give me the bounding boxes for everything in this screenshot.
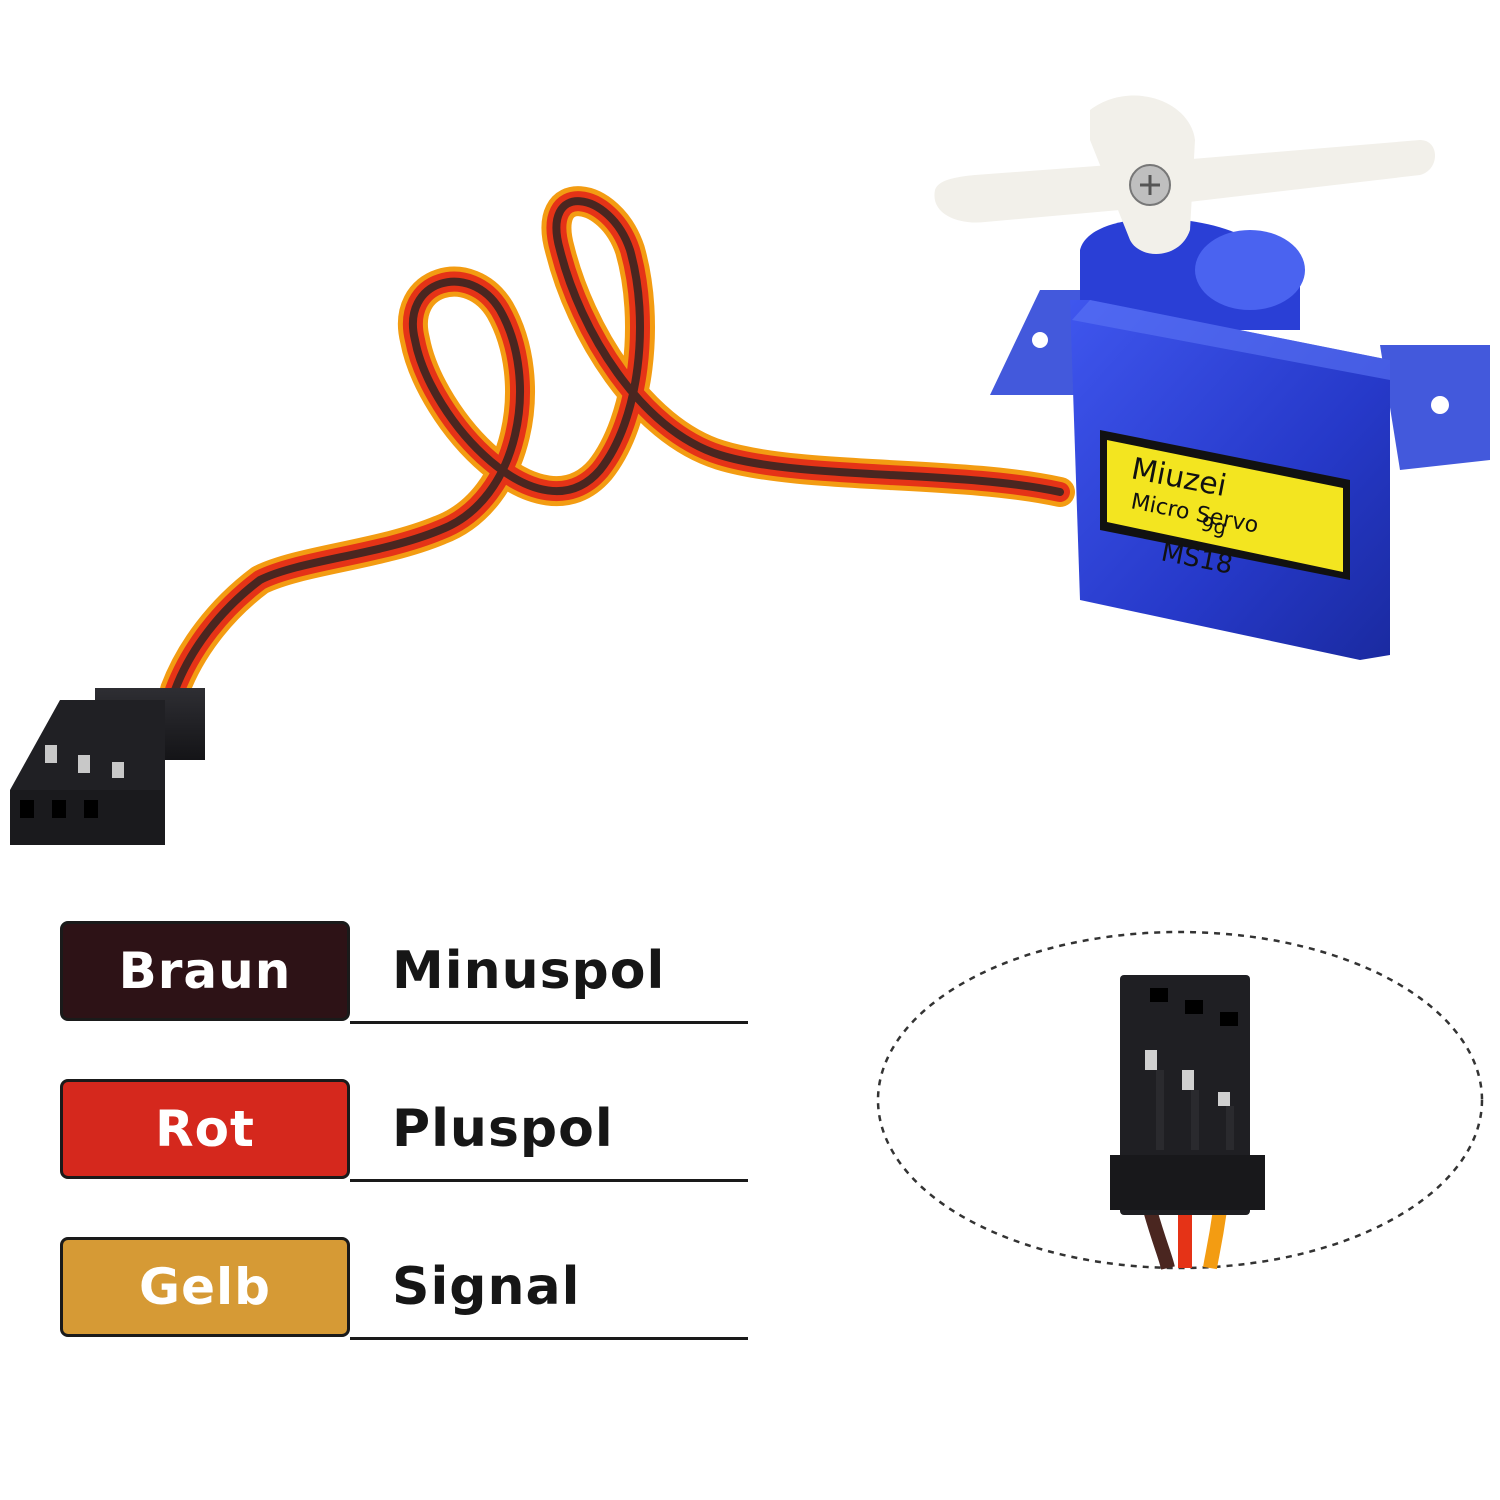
servo-cable [160, 186, 1075, 705]
legend-row-gelb: Gelb Signal [60, 1237, 760, 1341]
servo-horn [934, 95, 1435, 254]
meaning-minuspol: Minuspol [392, 941, 666, 1001]
meaning-pluspol: Pluspol [392, 1099, 614, 1159]
swatch-label: Braun [118, 942, 292, 1000]
servo-motor: Miuzei Micro Servo 9g MS18 [934, 95, 1490, 660]
meaning-signal: Signal [392, 1257, 581, 1317]
swatch-gelb: Gelb [60, 1237, 350, 1337]
underline [350, 1337, 748, 1340]
dupont-connector [10, 688, 205, 845]
underline [350, 1179, 748, 1182]
swatch-braun: Braun [60, 921, 350, 1021]
swatch-rot: Rot [60, 1079, 350, 1179]
underline [350, 1021, 748, 1024]
connector-detail-inset [876, 930, 1484, 1270]
legend-row-rot: Rot Pluspol [60, 1079, 760, 1183]
servo-weight: 9g [1199, 511, 1229, 539]
servo-label: Miuzei Micro Servo 9g MS18 [1100, 430, 1350, 581]
legend-row-braun: Braun Minuspol [60, 921, 760, 1025]
swatch-label: Rot [155, 1100, 255, 1158]
swatch-label: Gelb [139, 1258, 271, 1316]
